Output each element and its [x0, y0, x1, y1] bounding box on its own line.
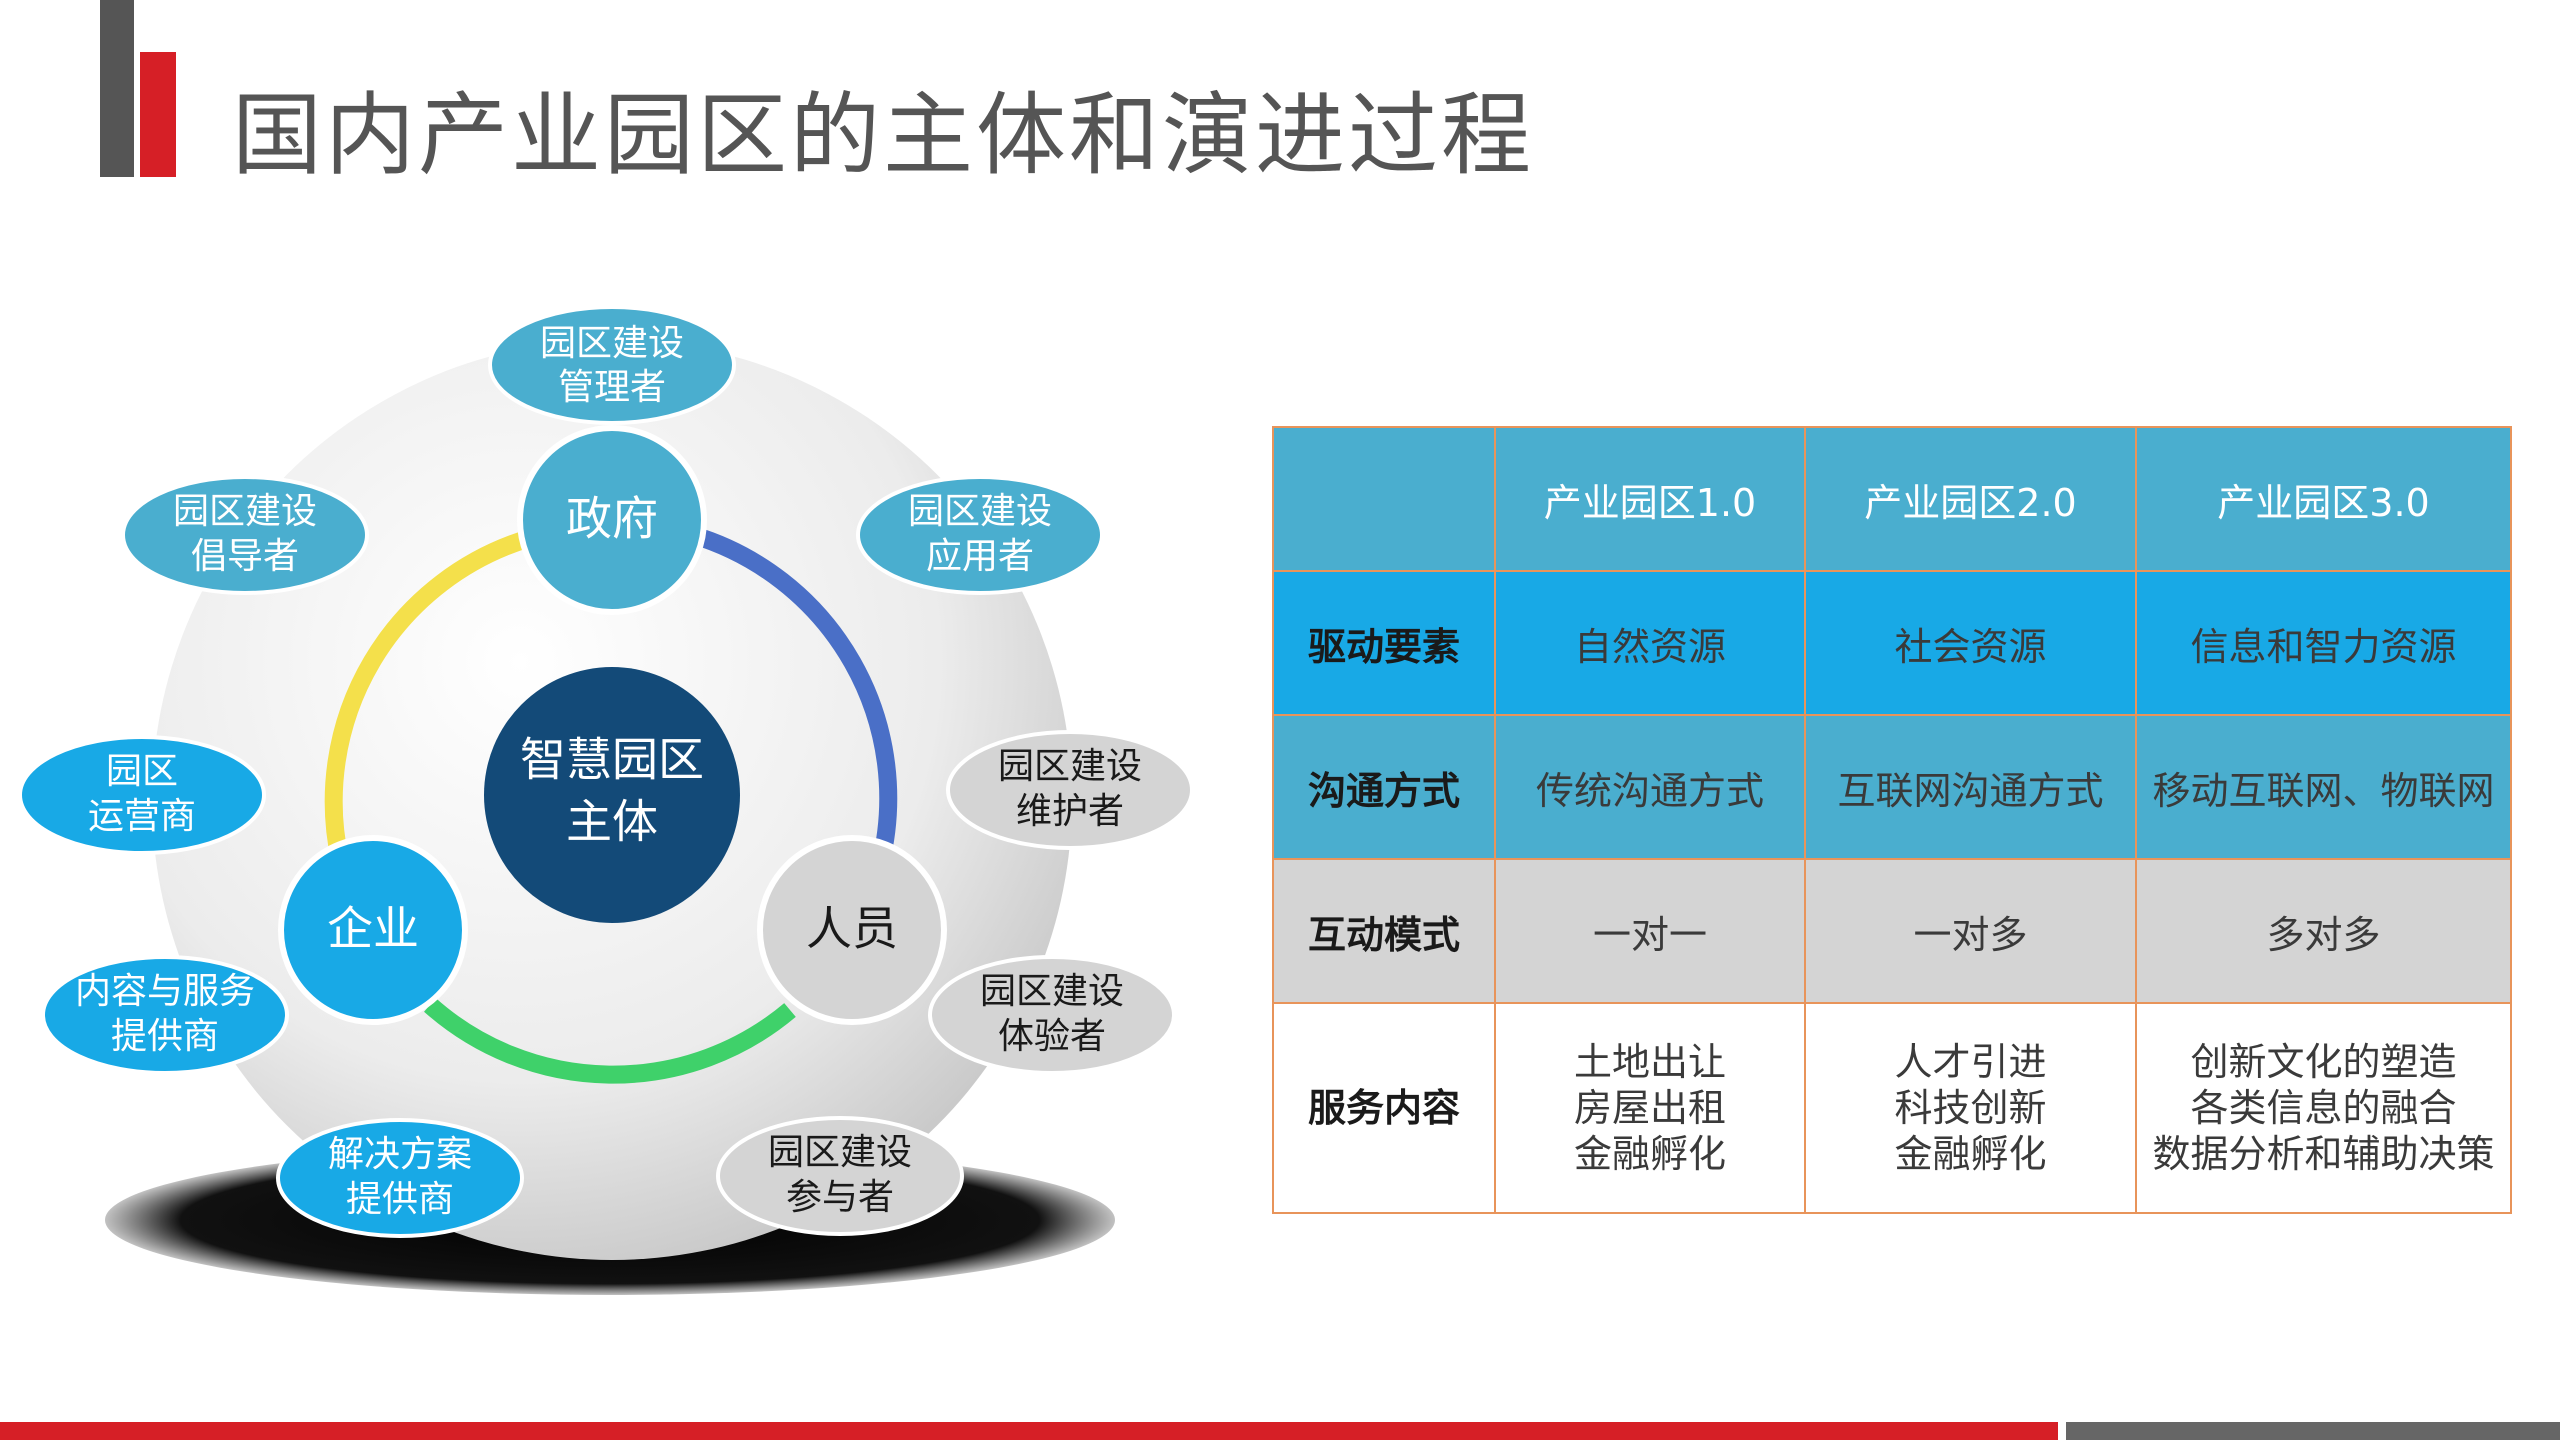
satellite-user: 园区建设 应用者 [856, 475, 1104, 595]
satellite-manager: 园区建设 管理者 [488, 305, 736, 425]
table-cell: 创新文化的塑造 各类信息的融合 数据分析和辅助决策 [2135, 1002, 2512, 1214]
svg-text:倡导者: 倡导者 [191, 536, 299, 577]
hub-people: 人员 [757, 835, 947, 1025]
center-node: 智慧园区 主体 [484, 667, 740, 923]
hub-people-label: 人员 [806, 902, 898, 956]
hub-government-label: 政府 [566, 492, 658, 546]
svg-text:维护者: 维护者 [1016, 791, 1124, 832]
svg-text:园区建设: 园区建设 [540, 323, 684, 364]
table-cell: 土地出让 房屋出租 金融孵化 [1494, 1002, 1806, 1214]
center-label-line1: 智慧园区 [520, 733, 704, 787]
satellite-solution-provider: 解决方案 提供商 [276, 1118, 524, 1238]
title-accent-gray-bar [100, 0, 134, 177]
satellite-advocate: 园区建设 倡导者 [121, 475, 369, 595]
table-row: 驱动要素 自然资源 社会资源 信息和智力资源 [1272, 570, 2512, 716]
table-row: 沟通方式 传统沟通方式 互联网沟通方式 移动互联网、物联网 [1272, 714, 2512, 860]
svg-text:运营商: 运营商 [88, 796, 196, 837]
park-entities-diagram: 智慧园区 主体 政府 企业 人员 园区建设 管理者 园区建设 应用者 园区建设 … [18, 305, 1194, 1295]
footer-gray-bar [2066, 1422, 2560, 1440]
table-cell: 一对一 [1494, 858, 1806, 1004]
header-corner [1272, 426, 1496, 572]
hub-enterprise: 企业 [278, 835, 468, 1025]
page-title: 国内产业园区的主体和演进过程 [232, 83, 1534, 188]
header-park-1: 产业园区1.0 [1494, 426, 1806, 572]
svg-text:园区: 园区 [106, 751, 178, 792]
row-label-driving-factor: 驱动要素 [1272, 570, 1496, 716]
row-label-communication: 沟通方式 [1272, 714, 1496, 860]
table-cell: 移动互联网、物联网 [2135, 714, 2512, 860]
svg-text:园区建设: 园区建设 [173, 491, 317, 532]
svg-text:提供商: 提供商 [111, 1016, 219, 1057]
table-row: 服务内容 土地出让 房屋出租 金融孵化 人才引进 科技创新 金融孵化 创新文化的… [1272, 1002, 2512, 1214]
svg-text:园区建设: 园区建设 [768, 1132, 912, 1173]
table-cell: 信息和智力资源 [2135, 570, 2512, 716]
satellite-maintainer: 园区建设 维护者 [946, 730, 1194, 850]
table-cell: 互联网沟通方式 [1804, 714, 2137, 860]
ring-arc-yellow [324, 529, 533, 862]
title-accent-red-bar [140, 52, 176, 177]
header-park-3: 产业园区3.0 [2135, 426, 2512, 572]
hub-government: 政府 [517, 425, 707, 615]
svg-text:解决方案: 解决方案 [328, 1134, 472, 1175]
svg-text:内容与服务: 内容与服务 [75, 971, 255, 1012]
table-cell: 一对多 [1804, 858, 2137, 1004]
ring-arc-blue [690, 526, 898, 868]
header-park-2: 产业园区2.0 [1804, 426, 2137, 572]
center-label-line2: 主体 [566, 795, 658, 849]
footer-red-bar [0, 1422, 2058, 1440]
table-cell: 社会资源 [1804, 570, 2137, 716]
satellite-content-provider: 内容与服务 提供商 [41, 955, 289, 1075]
table-cell: 自然资源 [1494, 570, 1806, 716]
park-evolution-table: 产业园区1.0 产业园区2.0 产业园区3.0 驱动要素 自然资源 社会资源 信… [1272, 426, 2512, 1214]
table-cell: 传统沟通方式 [1494, 714, 1806, 860]
svg-text:提供商: 提供商 [346, 1179, 454, 1220]
table-cell: 多对多 [2135, 858, 2512, 1004]
table-cell: 人才引进 科技创新 金融孵化 [1804, 1002, 2137, 1214]
svg-text:管理者: 管理者 [558, 367, 666, 408]
svg-text:园区建设: 园区建设 [980, 971, 1124, 1012]
svg-text:园区建设: 园区建设 [908, 491, 1052, 532]
table-header-row: 产业园区1.0 产业园区2.0 产业园区3.0 [1272, 426, 2512, 572]
svg-text:应用者: 应用者 [926, 536, 1034, 577]
svg-text:体验者: 体验者 [998, 1016, 1106, 1057]
row-label-services: 服务内容 [1272, 1002, 1496, 1214]
satellite-participant: 园区建设 参与者 [716, 1116, 964, 1236]
satellite-operator: 园区 运营商 [18, 735, 266, 855]
ring-arc-green [424, 998, 796, 1084]
svg-text:园区建设: 园区建设 [998, 746, 1142, 787]
svg-text:参与者: 参与者 [786, 1177, 894, 1218]
hub-enterprise-label: 企业 [327, 902, 419, 956]
row-label-interaction: 互动模式 [1272, 858, 1496, 1004]
table-row: 互动模式 一对一 一对多 多对多 [1272, 858, 2512, 1004]
satellite-experiencer: 园区建设 体验者 [928, 955, 1176, 1075]
